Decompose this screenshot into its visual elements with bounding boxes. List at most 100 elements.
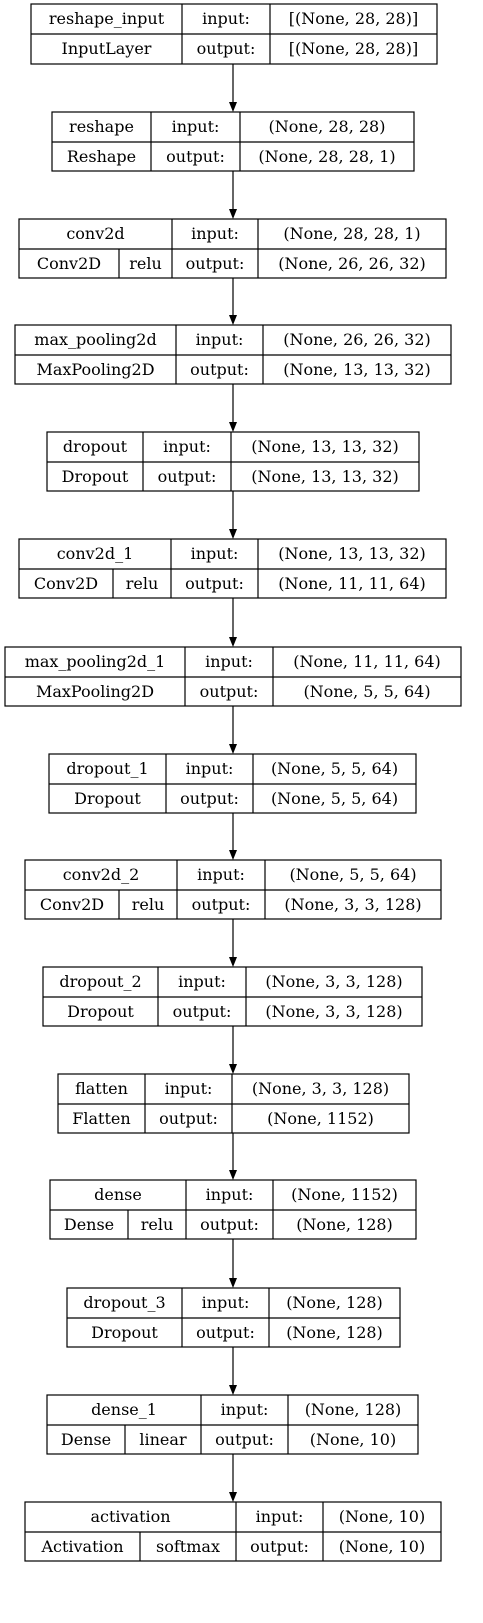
input-shape: (None, 5, 5, 64)	[270, 759, 399, 778]
input-shape: (None, 28, 28, 1)	[283, 224, 421, 243]
input-label: input:	[202, 9, 250, 28]
layer-activation: relu	[125, 573, 159, 593]
output-shape: (None, 26, 26, 32)	[278, 253, 426, 273]
arrow-head	[229, 1278, 237, 1288]
layer-name: flatten	[75, 1079, 128, 1098]
layer-type: Dense	[63, 1214, 115, 1234]
layer-type: Conv2D	[36, 253, 102, 273]
input-shape: [(None, 28, 28)]	[288, 9, 419, 28]
layer-activation: softmax	[156, 1536, 220, 1556]
output-label: output:	[185, 253, 245, 273]
layer-name: dropout_2	[59, 972, 142, 991]
layer-type: Activation	[41, 1536, 124, 1556]
output-shape: (None, 3, 3, 128)	[265, 1001, 403, 1021]
arrow-head	[229, 1492, 237, 1502]
arrow-head	[229, 1385, 237, 1395]
layer-name: conv2d_2	[62, 865, 140, 884]
input-label: input:	[195, 330, 244, 349]
layer-activation: relu	[140, 1214, 174, 1234]
output-shape: (None, 11, 11, 64)	[278, 573, 426, 593]
output-label: output:	[250, 1536, 309, 1556]
layer-name: max_pooling2d	[34, 330, 157, 349]
input-label: input:	[190, 544, 239, 563]
input-shape: (None, 26, 26, 32)	[283, 330, 431, 349]
arrow-head	[229, 529, 237, 539]
output-shape: (None, 5, 5, 64)	[303, 681, 431, 701]
layer-name: reshape_input	[48, 9, 165, 28]
layer-name: dense_1	[91, 1400, 157, 1419]
arrow-head	[229, 957, 237, 967]
output-shape: (None, 1152)	[267, 1108, 374, 1128]
input-shape: (None, 11, 11, 64)	[293, 652, 441, 671]
layer-activation: linear	[139, 1429, 187, 1449]
layer-type: Conv2D	[39, 894, 105, 914]
input-label: input:	[220, 1400, 269, 1419]
output-label: output:	[185, 573, 244, 593]
layer-name: conv2d_1	[56, 544, 134, 563]
input-label: input:	[164, 1079, 213, 1098]
input-label: input:	[205, 1185, 254, 1204]
arrow-head	[229, 422, 237, 432]
input-shape: (None, 128)	[286, 1293, 383, 1312]
input-shape: (None, 28, 28)	[268, 117, 386, 136]
output-shape: (None, 5, 5, 64)	[270, 788, 399, 808]
layer-name: dropout_1	[66, 759, 149, 778]
output-shape: (None, 128)	[286, 1322, 383, 1342]
output-label: output:	[199, 681, 259, 701]
input-label: input:	[163, 437, 211, 456]
output-label: output:	[159, 1108, 218, 1128]
input-label: input:	[178, 972, 226, 991]
layer-name: max_pooling2d_1	[24, 652, 166, 671]
layer-type: Conv2D	[33, 573, 99, 593]
input-label: input:	[205, 652, 253, 671]
output-shape: (None, 13, 13, 32)	[283, 359, 431, 379]
layer-name: conv2d	[66, 224, 125, 243]
arrow-head	[229, 744, 237, 754]
layer-type: Flatten	[72, 1108, 131, 1128]
layer-name: dropout	[62, 437, 128, 456]
layer-name: dense	[94, 1185, 142, 1204]
layer-type: Dense	[60, 1429, 112, 1449]
arrow-head	[229, 637, 237, 647]
arrow-head	[229, 315, 237, 325]
layer-type: Dropout	[74, 788, 141, 808]
input-label: input:	[185, 759, 234, 778]
layer-type: MaxPooling2D	[36, 359, 155, 379]
arrow-head	[229, 1170, 237, 1180]
layer-type: InputLayer	[61, 39, 152, 58]
output-label: output:	[196, 1322, 255, 1342]
layer-name: reshape	[69, 117, 134, 136]
layer-activation: relu	[131, 894, 165, 914]
output-label: output:	[196, 39, 256, 58]
layer-type: Dropout	[91, 1322, 158, 1342]
output-label: output:	[200, 1214, 259, 1234]
layer-type: Dropout	[67, 1001, 134, 1021]
output-label: output:	[180, 788, 239, 808]
arrow-head	[229, 102, 237, 112]
input-shape: (None, 128)	[304, 1400, 402, 1419]
output-shape: (None, 10)	[309, 1429, 397, 1449]
output-label: output:	[157, 466, 217, 486]
output-shape: (None, 28, 28, 1)	[258, 146, 396, 166]
output-shape: (None, 10)	[338, 1536, 426, 1556]
layer-activation: relu	[129, 253, 162, 273]
input-shape: (None, 5, 5, 64)	[289, 865, 417, 884]
layer-name: activation	[90, 1507, 171, 1526]
output-label: output:	[191, 894, 251, 914]
output-shape: (None, 128)	[296, 1214, 393, 1234]
arrow-head	[229, 209, 237, 219]
output-label: output:	[172, 1001, 232, 1021]
layer-type: Reshape	[66, 146, 137, 166]
output-shape: (None, 3, 3, 128)	[284, 894, 422, 914]
output-label: output:	[215, 1429, 274, 1449]
layer-type: MaxPooling2D	[35, 681, 155, 701]
input-label: input:	[255, 1507, 304, 1526]
layer-name: dropout_3	[83, 1293, 166, 1312]
input-label: input:	[191, 224, 239, 243]
input-label: input:	[197, 865, 245, 884]
input-shape: (None, 1152)	[291, 1185, 398, 1204]
input-shape: (None, 13, 13, 32)	[251, 437, 399, 456]
arrow-head	[229, 850, 237, 860]
input-shape: (None, 13, 13, 32)	[278, 544, 426, 563]
